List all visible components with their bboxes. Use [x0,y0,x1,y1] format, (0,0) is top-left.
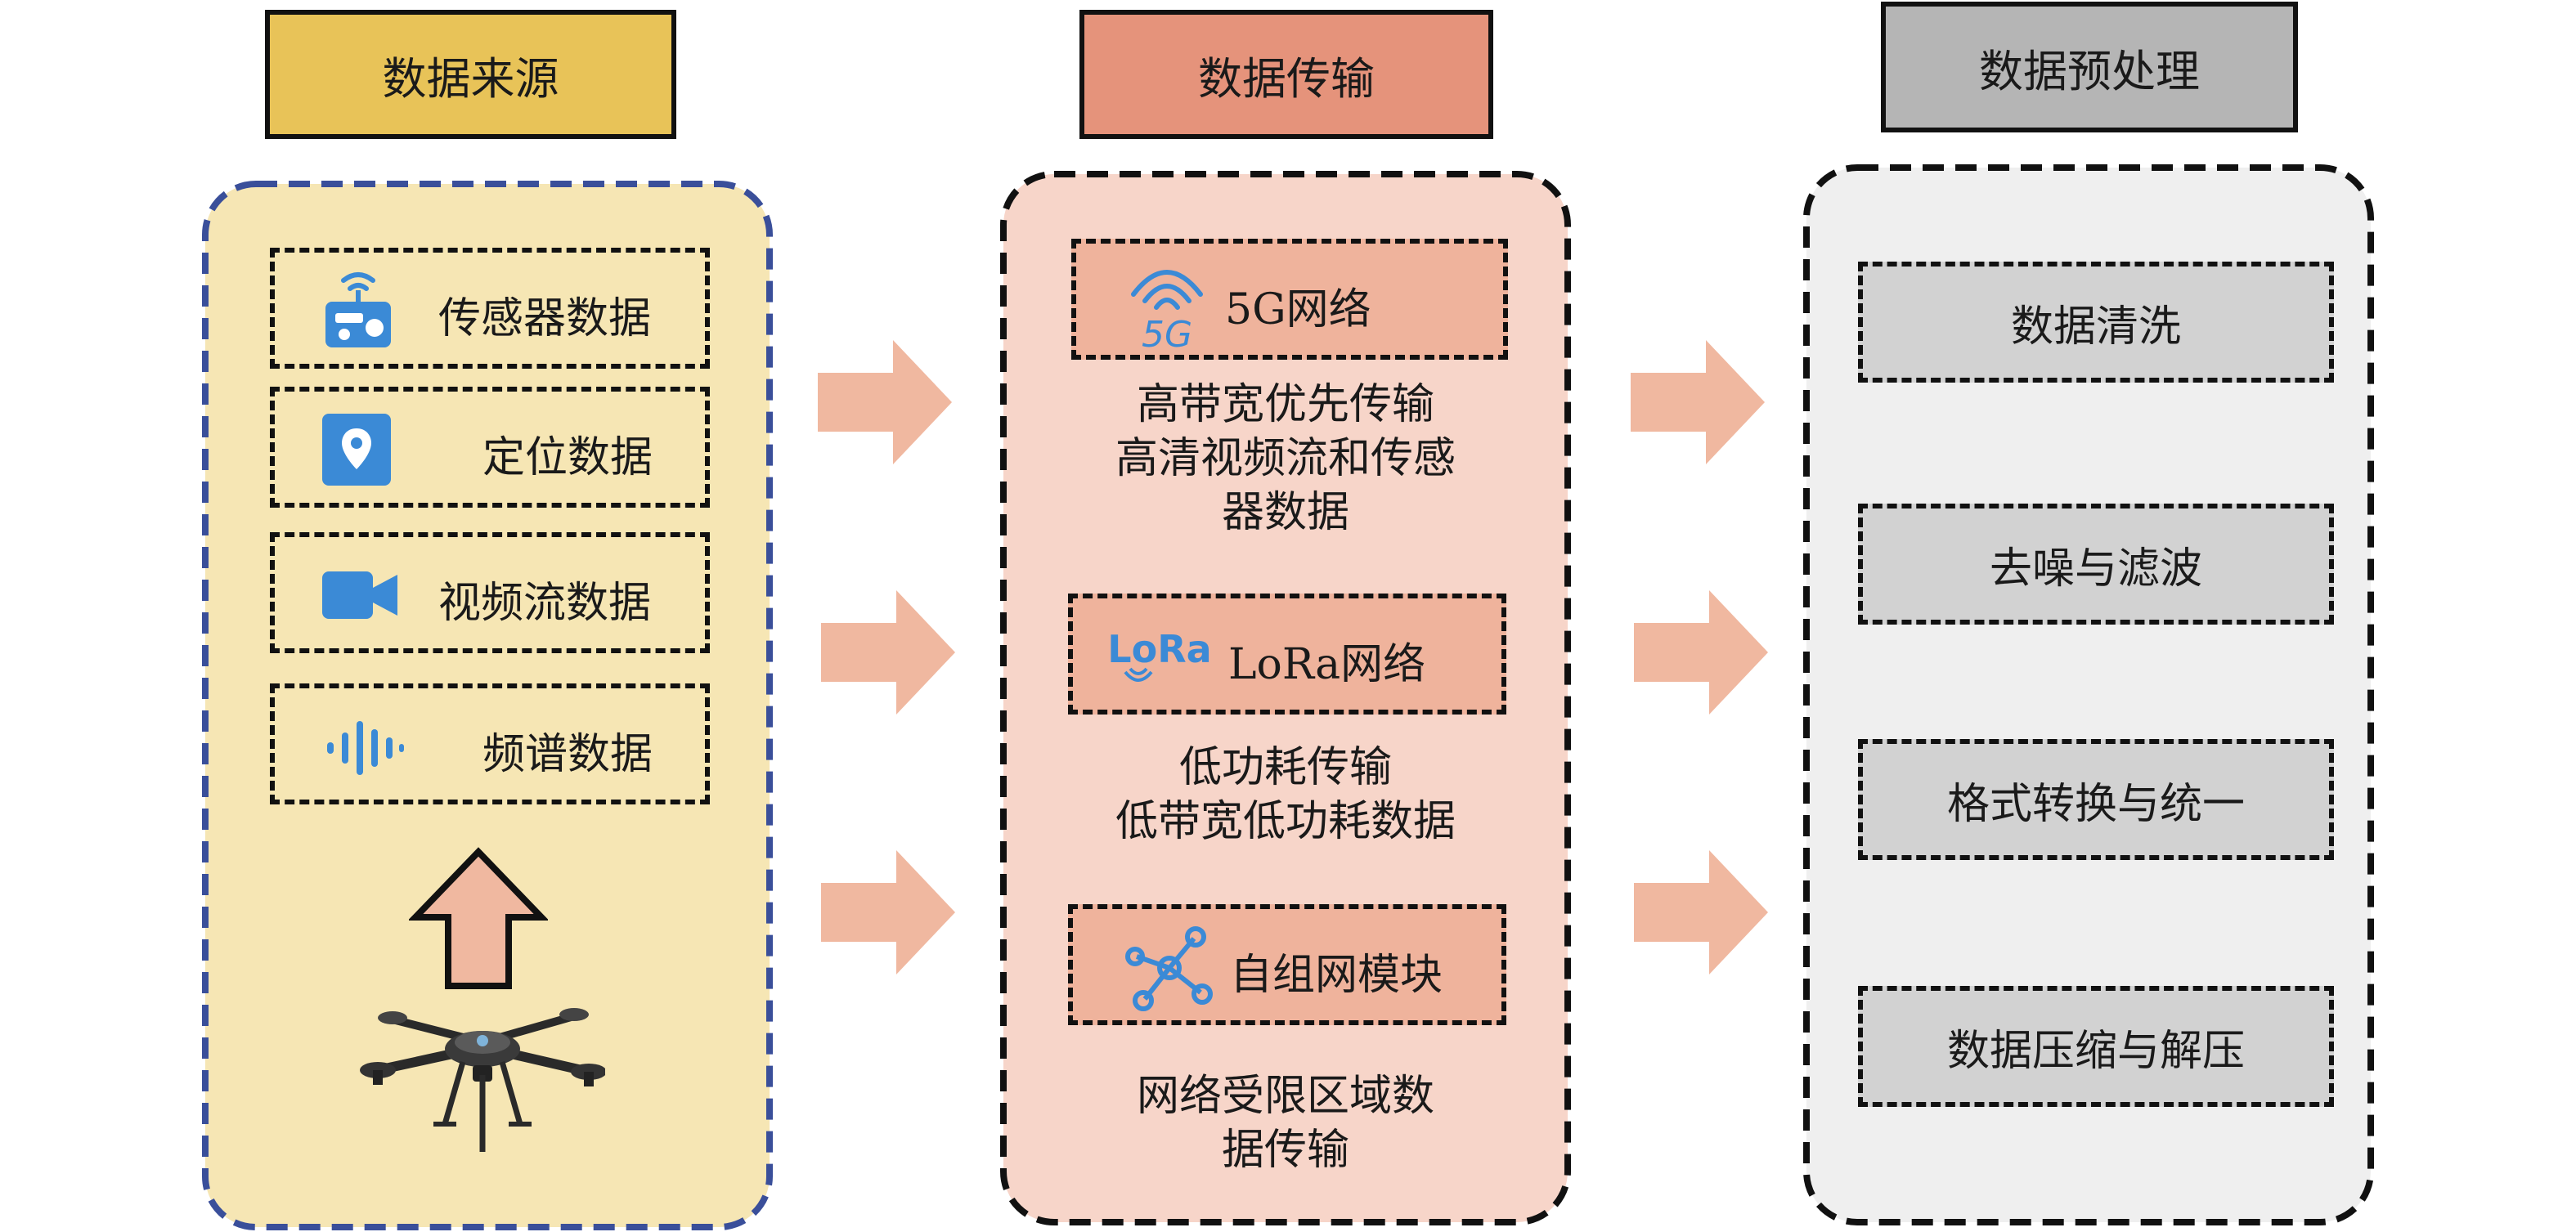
sound-wave-icon [324,719,406,777]
arrow-transmission-to-preprocess-3 [1634,850,1768,974]
source-item-label: 传感器数据 [438,294,652,343]
desc-line: 器数据 [1221,488,1349,537]
desc-line: 据传输 [1221,1126,1349,1175]
preprocess-header-title: 数据预处理 [1979,45,2200,97]
lora-logo-icon: LoRa [1102,621,1217,697]
preprocess-item-format: 格式转换与统一 [1858,739,2334,860]
transmission-desc-mesh: 网络受限区域数 据传输 [1032,1069,1539,1177]
source-header-title: 数据来源 [382,52,559,105]
desc-line: 高带宽优先传输 [1136,380,1434,429]
lora-icon-text: LoRa [1107,627,1211,671]
transmission-item-5g: 5G 5G网络 [1071,239,1508,360]
preprocess-item-denoise: 去噪与滤波 [1858,504,2334,625]
preprocess-item-cleaning: 数据清洗 [1858,262,2334,383]
arrow-source-to-transmission-3 [821,850,955,974]
desc-line: 高清视频流和传感 [1115,434,1456,483]
preprocess-item-label: 格式转换与统一 [1946,779,2245,829]
transmission-item-mesh: 自组网模块 [1068,904,1506,1025]
preprocess-item-compress: 数据压缩与解压 [1858,986,2334,1107]
source-item-spectrum: 频谱数据 [270,683,710,804]
arrow-source-to-transmission-2 [821,590,955,715]
desc-line: 低功耗传输 [1178,743,1392,792]
source-item-sensor: 传感器数据 [270,248,710,369]
transmission-header: 数据传输 [1079,10,1493,139]
location-pin-icon [321,412,393,487]
5g-signal-icon: 5G [1122,253,1212,355]
transmission-item-label: 自组网模块 [1230,951,1443,1000]
arrow-transmission-to-preprocess-1 [1631,340,1765,464]
transmission-desc-lora: 低功耗传输 低带宽低功耗数据 [1032,741,1539,849]
preprocess-item-label: 数据压缩与解压 [1946,1026,2245,1076]
drone-icon [360,1008,605,1152]
arrow-transmission-to-preprocess-2 [1634,590,1768,715]
network-nodes-icon [1125,924,1214,1012]
source-item-location: 定位数据 [270,387,710,508]
source-item-label: 定位数据 [482,433,653,482]
preprocess-item-label: 数据清洗 [2010,302,2181,352]
transmission-item-label: 5G网络 [1225,285,1371,334]
preprocess-item-label: 去噪与滤波 [1989,544,2202,594]
source-header: 数据来源 [265,10,676,139]
desc-line: 网络受限区域数 [1136,1072,1434,1121]
sensor-device-icon [321,269,396,351]
source-item-video: 视频流数据 [270,532,710,653]
preprocess-header: 数据预处理 [1881,2,2298,132]
preprocess-panel [1803,164,2374,1225]
transmission-item-label: LoRa网络 [1228,640,1426,689]
source-item-label: 频谱数据 [482,730,653,779]
5g-icon-text: 5G [1142,314,1192,355]
source-item-label: 视频流数据 [438,579,652,628]
video-camera-icon [321,568,399,622]
arrow-source-to-transmission-1 [818,340,952,464]
transmission-item-lora: LoRa LoRa网络 [1068,594,1506,715]
up-arrow [409,847,548,989]
transmission-desc-5g: 高带宽优先传输 高清视频流和传感 器数据 [1032,378,1539,540]
desc-line: 低带宽低功耗数据 [1115,797,1456,846]
transmission-header-title: 数据传输 [1198,52,1375,105]
